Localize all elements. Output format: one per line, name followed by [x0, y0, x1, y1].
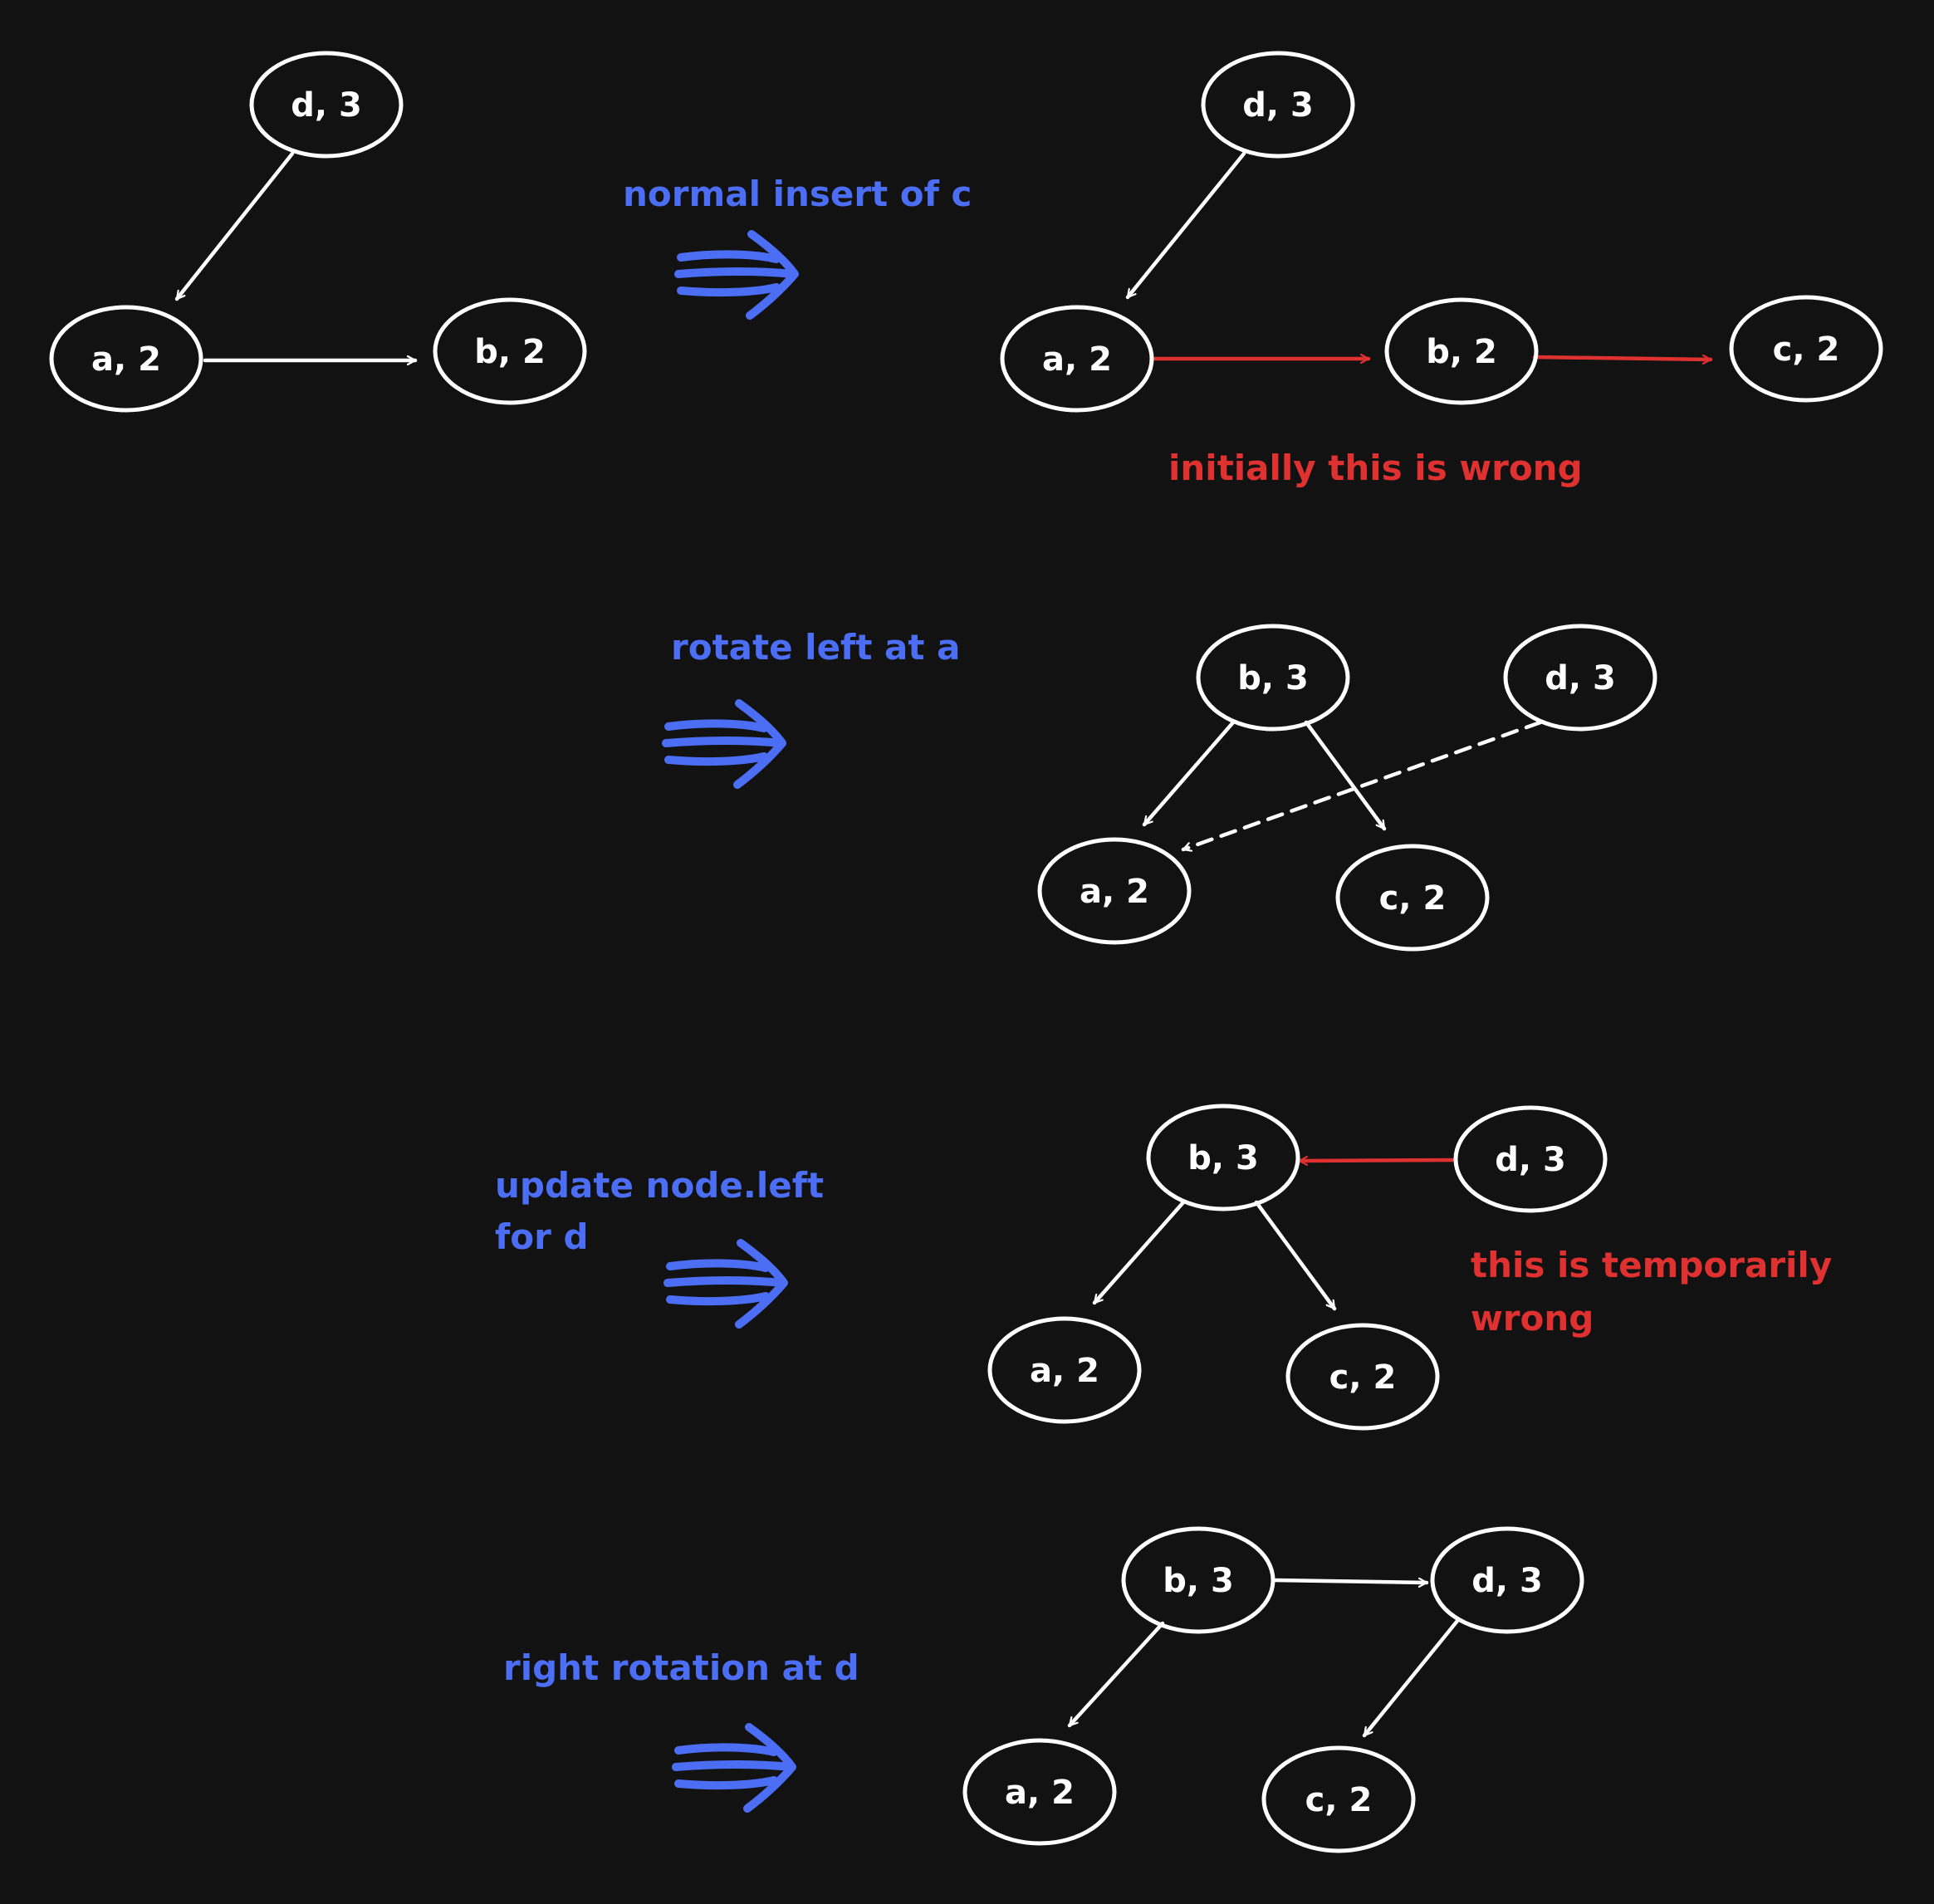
- edge-after-rotate-left-d-to-a: [1181, 720, 1543, 849]
- node-after-rotate-left-c: c, 2: [1335, 844, 1490, 952]
- caption-after-rotate-right: right rotation at d: [503, 1647, 859, 1688]
- edge-after-rotate-right-b-to-d: [1271, 1580, 1429, 1583]
- note-after-insert: initially this is wrong: [1168, 448, 1583, 488]
- node-after-insert-b: b, 2: [1384, 297, 1539, 405]
- node-after-update-left-a: a, 2: [987, 1316, 1142, 1424]
- edges-layer: [174, 151, 1713, 1738]
- node-label: d, 3: [291, 86, 362, 125]
- node-label: a, 2: [1042, 340, 1112, 379]
- node-after-insert-d: d, 3: [1201, 51, 1355, 159]
- node-initial-b: b, 2: [433, 297, 587, 405]
- edge-initial-d-to-a: [174, 151, 295, 301]
- edge-after-insert-b-to-c: [1532, 357, 1713, 360]
- caption-after-update-left: for d: [495, 1216, 589, 1257]
- node-after-update-left-c: c, 2: [1285, 1323, 1440, 1431]
- step-arrow-icon-after-rotate-left: [662, 699, 786, 789]
- step-arrow-icon-after-rotate-right: [672, 1723, 796, 1813]
- node-label: b, 3: [1163, 1562, 1234, 1600]
- edge-after-update-left-d-to-b: [1297, 1160, 1457, 1161]
- note-after-update-left: wrong: [1471, 1298, 1594, 1339]
- node-label: a, 2: [1005, 1774, 1075, 1812]
- node-after-rotate-left-d: d, 3: [1503, 624, 1657, 732]
- step-arrow-icon-after-update-left: [663, 1239, 788, 1329]
- caption-after-rotate-left: rotate left at a: [671, 627, 960, 668]
- edge-after-update-left-b-to-a: [1092, 1200, 1186, 1305]
- node-after-insert-c: c, 2: [1729, 295, 1883, 403]
- node-after-update-left-b: b, 3: [1146, 1104, 1300, 1211]
- node-after-rotate-right-b: b, 3: [1121, 1526, 1275, 1634]
- node-label: c, 2: [1329, 1358, 1397, 1397]
- node-after-rotate-right-d: d, 3: [1430, 1526, 1584, 1634]
- node-label: a, 2: [1080, 873, 1149, 911]
- node-after-update-left-d: d, 3: [1453, 1105, 1608, 1213]
- nodes-layer: d, 3 a, 2 b, 2 d, 3 a, 2 b, 2 c, 2 b, 3 d, 3 a, 2…: [49, 51, 1883, 1853]
- node-after-rotate-right-c: c, 2: [1261, 1745, 1416, 1853]
- node-label: c, 2: [1379, 879, 1447, 918]
- node-label: d, 3: [1471, 1562, 1543, 1600]
- node-initial-d: d, 3: [249, 51, 404, 159]
- node-label: d, 3: [1242, 86, 1314, 125]
- node-after-insert-a: a, 2: [1000, 305, 1154, 413]
- caption-after-update-left: update node.left: [495, 1165, 824, 1206]
- edge-after-rotate-right-d-to-c: [1362, 1618, 1460, 1738]
- edge-after-rotate-right-b-to-a: [1067, 1621, 1165, 1728]
- node-label: b, 3: [1237, 659, 1309, 697]
- node-label: d, 3: [1495, 1141, 1566, 1179]
- caption-after-insert: normal insert of c: [623, 174, 972, 214]
- node-after-rotate-right-a: a, 2: [962, 1738, 1117, 1846]
- node-label: c, 2: [1773, 330, 1840, 369]
- captions-layer: normal insert of c initially this is wron…: [495, 174, 1832, 1688]
- edge-after-update-left-b-to-c: [1254, 1200, 1337, 1311]
- step-arrow-icon-after-insert: [674, 230, 799, 320]
- node-initial-a: a, 2: [49, 305, 203, 413]
- edge-after-insert-d-to-a: [1125, 151, 1246, 300]
- node-after-rotate-left-a: a, 2: [1037, 837, 1192, 945]
- node-after-rotate-left-b: b, 3: [1196, 624, 1350, 732]
- edge-after-rotate-left-b-to-c: [1304, 720, 1387, 831]
- node-label: c, 2: [1305, 1781, 1373, 1819]
- node-label: b, 3: [1187, 1139, 1259, 1177]
- node-label: b, 2: [1426, 333, 1497, 371]
- edge-after-rotate-left-b-to-a: [1142, 720, 1236, 827]
- node-label: a, 2: [1030, 1352, 1099, 1390]
- step-arrows-layer: [662, 230, 799, 1813]
- node-label: a, 2: [91, 340, 161, 379]
- node-label: b, 2: [474, 333, 546, 371]
- note-after-update-left: this is temporarily: [1471, 1245, 1832, 1285]
- node-label: d, 3: [1545, 659, 1616, 697]
